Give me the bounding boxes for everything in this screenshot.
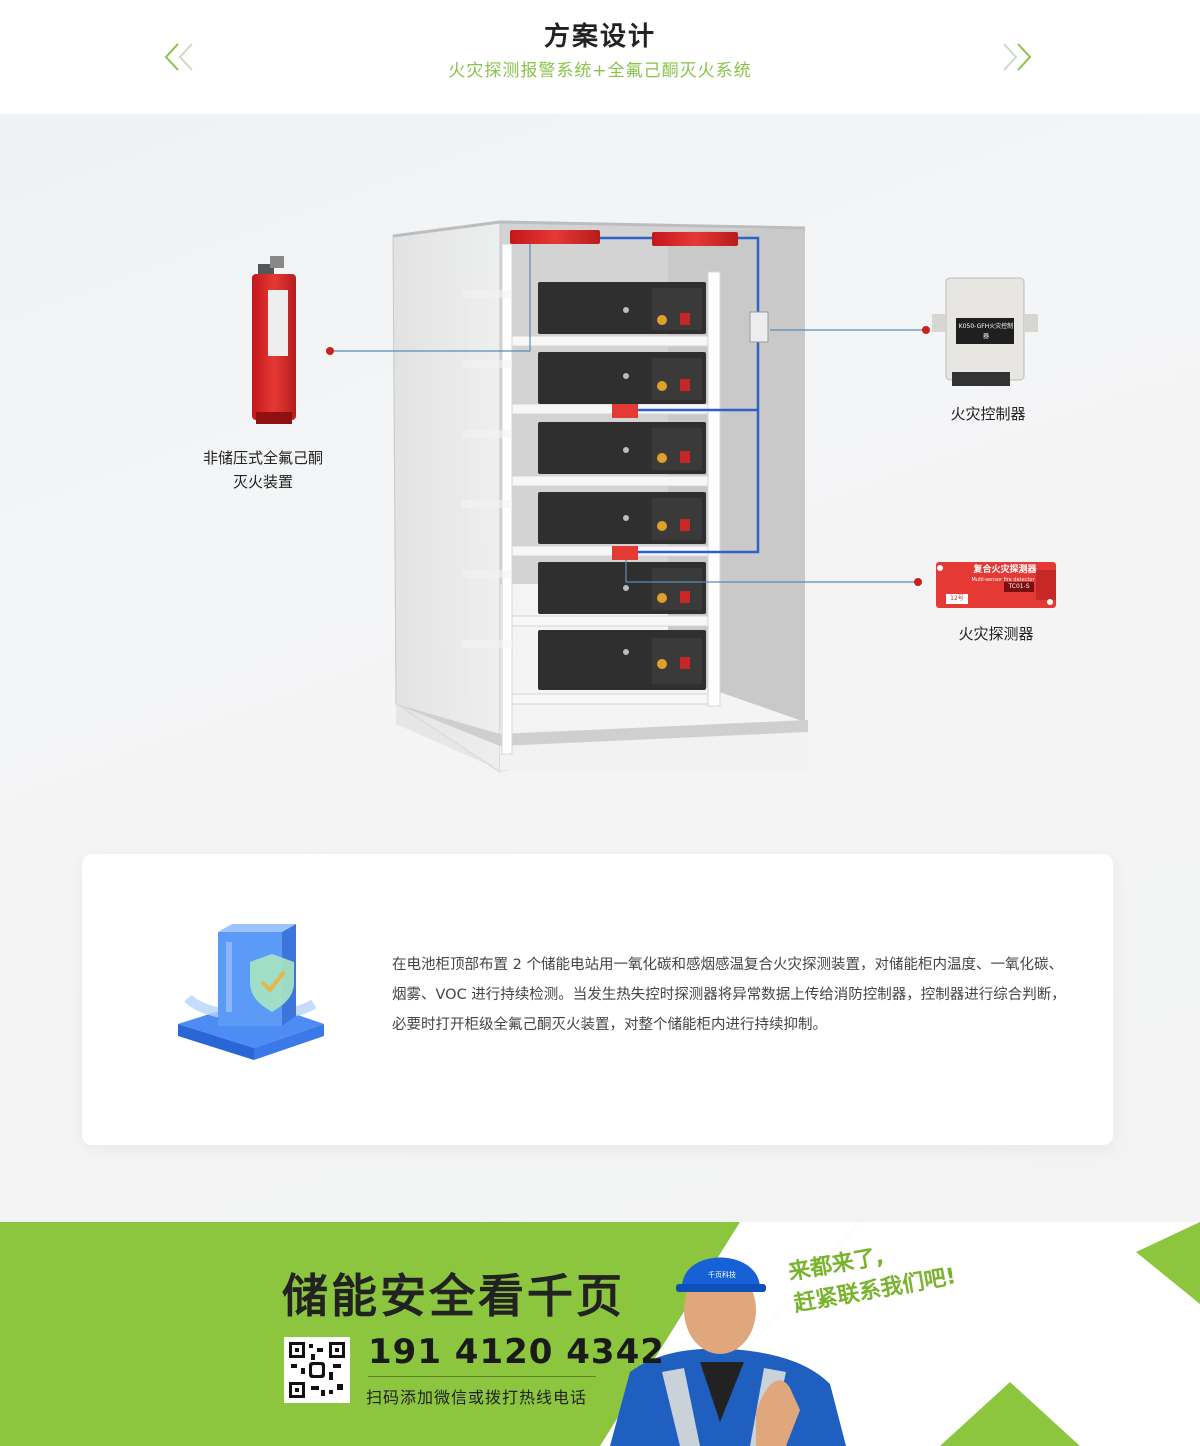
- system-diagram: K050-GFH火灾控制器 复合火灾探测器 Multi-sensor fire …: [0, 114, 1200, 854]
- helmet-logo-text: 千页科技: [708, 1271, 736, 1279]
- battery-module: [538, 630, 706, 690]
- banner-slogan: 储能安全看千页: [282, 1269, 625, 1323]
- hotline-number[interactable]: 191 4120 4342: [368, 1332, 665, 1372]
- battery-module: [538, 422, 706, 474]
- divider: [368, 1376, 596, 1377]
- battery-module: [538, 492, 706, 544]
- extinguisher-label: 非储压式全氟己酮 灭火装置: [178, 446, 348, 494]
- extinguisher-device: [252, 256, 296, 424]
- fire-controller-device: [932, 277, 1038, 386]
- solution-section: K050-GFH火灾控制器 复合火灾探测器 Multi-sensor fire …: [0, 114, 1200, 1222]
- double-chevron-left-icon[interactable]: [160, 40, 204, 74]
- battery-module: [538, 282, 706, 334]
- detector-plate-subtext: Multi-sensor fire detector: [971, 577, 1035, 583]
- detector-tag-right: TC01-S: [1004, 582, 1034, 592]
- detector-tag-left: 12号: [946, 594, 968, 604]
- section-title: 方案设计: [543, 22, 656, 52]
- section-subtitle: 火灾探测报警系统+全氟己酮灭火系统: [448, 61, 752, 81]
- banner-decoration: [600, 1222, 1200, 1446]
- extinguisher-label-line2: 灭火装置: [232, 473, 293, 491]
- worker-illustration: [610, 1257, 846, 1446]
- controller-label: 火灾控制器: [950, 405, 1026, 423]
- description-text: 在电池柜顶部布置 2 个储能电站用一氧化碳和感烟感温复合火灾探测装置，对储能柜内…: [392, 957, 1066, 1033]
- battery-cabinet: [392, 220, 808, 773]
- detector-label: 火灾探测器: [958, 625, 1034, 643]
- double-chevron-right-icon[interactable]: [996, 40, 1040, 74]
- battery-module: [538, 352, 706, 404]
- wechat-qr-code[interactable]: [284, 1337, 350, 1403]
- contact-banner: 储能安全看千页 191 4120 4342 扫码添加微信或拨打热线电话 来都来了…: [0, 1222, 1200, 1446]
- page-header: 方案设计 火灾探测报警系统+全氟己酮灭火系统: [0, 0, 1200, 114]
- server-shield-icon: [174, 924, 334, 1074]
- extinguisher-label-line1: 非储压式全氟己酮: [202, 449, 323, 467]
- cabinet-illustration: [252, 220, 1056, 773]
- description-card: 在电池柜顶部布置 2 个储能电站用一氧化碳和感烟感温复合火灾探测装置，对储能柜内…: [82, 854, 1113, 1145]
- contact-note: 扫码添加微信或拨打热线电话: [366, 1388, 588, 1407]
- controller-plate-text: K050-GFH火灾控制器: [958, 323, 1014, 340]
- battery-module: [538, 562, 706, 614]
- detector-plate-text: 复合火灾探测器: [973, 565, 1037, 575]
